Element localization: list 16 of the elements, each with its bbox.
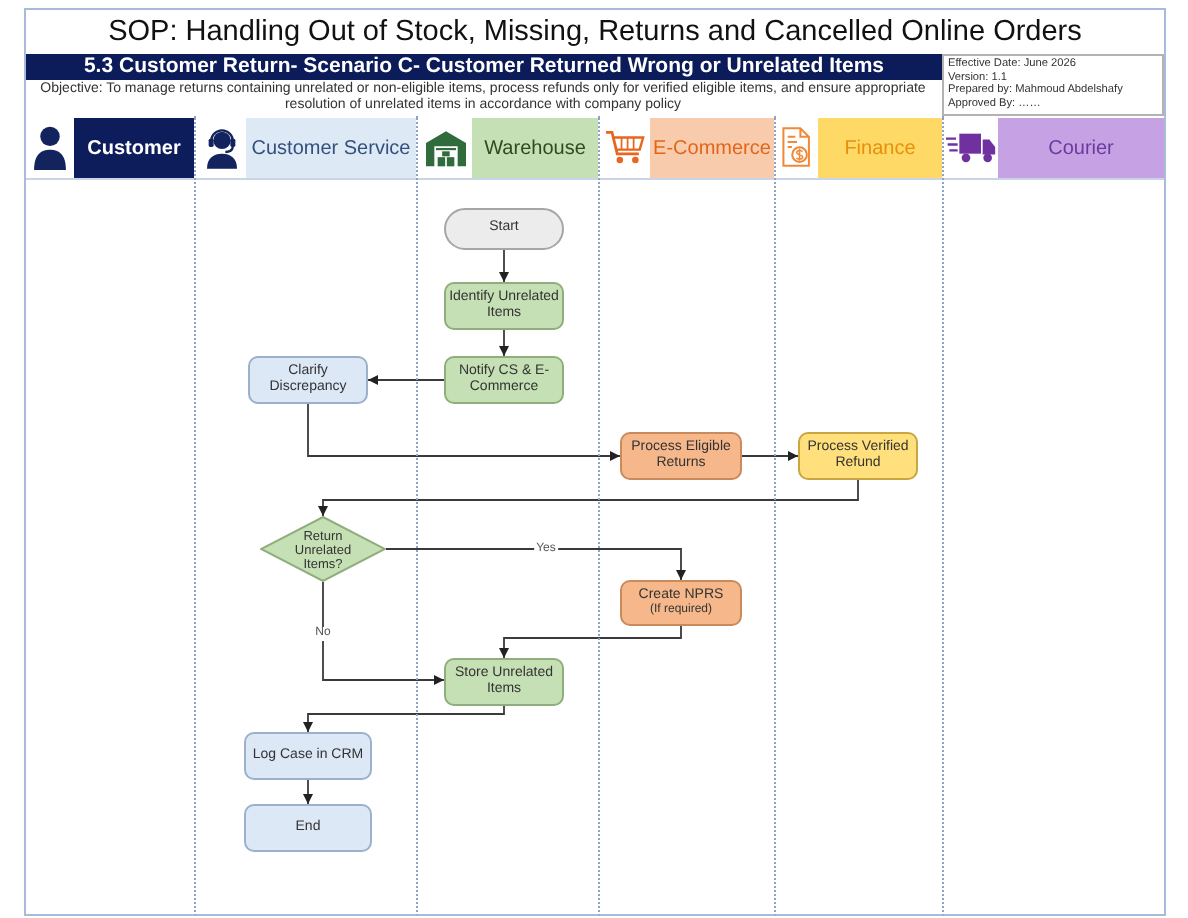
lane-header: Warehouse bbox=[472, 118, 598, 178]
swimlane bbox=[24, 116, 196, 916]
swimlane bbox=[418, 116, 600, 916]
swimlane bbox=[944, 116, 1166, 916]
lane-header: Courier bbox=[998, 118, 1164, 178]
page-title: SOP: Handling Out of Stock, Missing, Returns and Cancelled Online Orders bbox=[106, 14, 1084, 52]
lane-header: Customer Service bbox=[246, 118, 416, 178]
swimlane bbox=[600, 116, 776, 916]
lane-header: Customer bbox=[74, 118, 194, 178]
lane-header: Finance bbox=[818, 118, 942, 178]
lane-header: E-Commerce bbox=[650, 118, 774, 178]
section-banner: 5.3 Customer Return- Scenario C- Customer Returned Wrong or Unrelated Items bbox=[26, 54, 942, 80]
document-info-box bbox=[942, 54, 1164, 116]
swimlane bbox=[776, 116, 944, 916]
process-box bbox=[620, 580, 742, 626]
swimlane bbox=[196, 116, 418, 916]
